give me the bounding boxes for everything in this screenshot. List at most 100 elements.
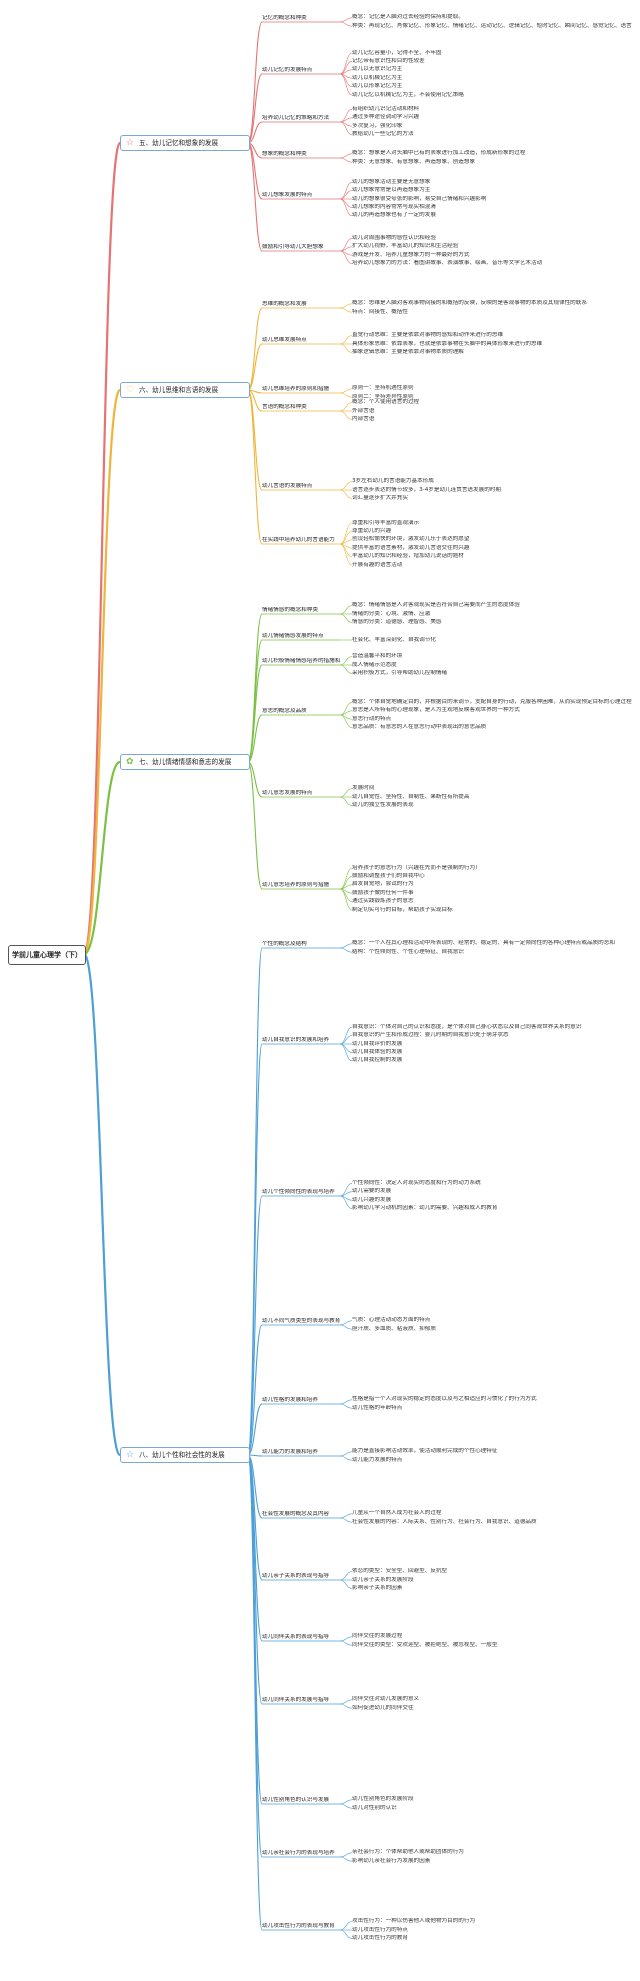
chapter-node[interactable]: ☆八、幼儿个性和社会性的发展	[120, 1447, 250, 1463]
leaf-node[interactable]: 自我意识的产生和形成过程：婴儿时期的自我意识处于萌芽状态	[352, 1032, 509, 1039]
leaf-node[interactable]: 幼儿以形象记忆为主	[352, 83, 403, 90]
leaf-node[interactable]: 概念：一个人在其心理和活动中所表现的、经常的、稳定的、具有一定倾向性的各种心理特…	[352, 940, 615, 947]
leaf-node[interactable]: 概念：思维是人脑对客观事物间接的和概括的反映，反映的是客观事物的本质及其规律性的…	[352, 300, 587, 307]
leaf-node[interactable]: 意志行动的特点	[352, 715, 392, 722]
leaf-node[interactable]: 情绪的分类：心境、激情、应激	[352, 610, 431, 617]
leaf-node[interactable]: 概念：想象是人对头脑中已有的表象进行加工改造，形成新形象的过程	[352, 150, 526, 157]
leaf-node[interactable]: 幼儿以机械记忆为主	[352, 74, 403, 81]
leaf-node[interactable]: 通过实践锻炼孩子的意志	[352, 898, 414, 905]
topic-node[interactable]: 幼儿自我意识的发展和培养	[262, 1037, 330, 1043]
topic-node[interactable]: 幼儿情绪情感发展的特点	[262, 633, 324, 639]
leaf-node[interactable]: 开展有趣的语言活动	[352, 561, 403, 568]
leaf-node[interactable]: 幼儿对周围事物的感性认识和经验	[352, 234, 436, 241]
chapter-node[interactable]: ☆五、幼儿记忆和想象的发展	[120, 135, 250, 151]
leaf-node[interactable]: 幼儿攻击性行为的教育	[352, 1934, 408, 1941]
leaf-node[interactable]: 依恋的类型：安全型、回避型、反抗型	[352, 1568, 448, 1575]
topic-node[interactable]: 幼儿想象发展的特点	[262, 192, 313, 198]
leaf-node[interactable]: 幼儿性别角色的发展阶段	[352, 1796, 414, 1803]
leaf-node[interactable]: 教给幼儿一些记忆的方法	[352, 131, 414, 138]
topic-node[interactable]: 社会性发展的概念及其内容	[262, 1511, 330, 1517]
topic-node[interactable]: 幼儿攻击性行为的表现与教育	[262, 1923, 335, 1929]
topic-node[interactable]: 幼儿思维培养的原则和措施	[262, 386, 330, 392]
leaf-node[interactable]: 采用积极方式，引导帮助幼儿控制情绪	[352, 669, 448, 676]
leaf-node[interactable]: 幼儿以无意识记为主	[352, 66, 403, 73]
topic-node[interactable]: 在实践中培养幼儿的言语能力	[262, 537, 335, 543]
leaf-node[interactable]: 启发自觉地，尝试的行为	[352, 881, 414, 888]
chapter-node[interactable]: ♡六、幼儿思维和言语的发展	[120, 382, 250, 398]
leaf-node[interactable]: 成人情绪示范态度	[352, 661, 397, 668]
leaf-node[interactable]: 社会性发展的内容：人际关系、性别行为、社会行为、自我意识、道德品质	[352, 1518, 537, 1525]
leaf-node[interactable]: 幼儿记忆容量小，记得不全、不牢固	[352, 49, 442, 56]
leaf-node[interactable]: 直觉行动思维：主要是依靠对事物的感知和动作来进行的思维	[352, 332, 504, 339]
leaf-node[interactable]: 如何促进幼儿的同伴交往	[352, 1704, 414, 1711]
leaf-node[interactable]: 幼儿想象的内容常常与现实相混淆	[352, 203, 436, 210]
leaf-node[interactable]: 情感的分类：道德感、理智感、美感	[352, 618, 442, 625]
leaf-node[interactable]: 原则一：坚持机遇性原则	[352, 385, 414, 392]
leaf-node[interactable]: 种类：再现记忆、肖像记忆、形象记忆、情绪记忆、运动记忆、逻辑记忆、短时记忆、瞬间…	[352, 22, 632, 29]
leaf-node[interactable]: 幼儿记忆以机械记忆为主，不会使用记忆策略	[352, 91, 464, 98]
topic-node[interactable]: 幼儿性格的发展和培养	[262, 1397, 318, 1403]
leaf-node[interactable]: 幼儿自我控制的发展	[352, 1057, 403, 1064]
leaf-node[interactable]: 胆汁质、多血质、粘液质、抑郁质	[352, 1325, 436, 1332]
topic-node[interactable]: 想象的概念和种类	[262, 151, 307, 157]
leaf-node[interactable]: 培养孩子的意志行为（兴趣在先而不是强制的行为）	[352, 864, 481, 871]
topic-node[interactable]: 幼儿能力的发展和培养	[262, 1449, 318, 1455]
leaf-node[interactable]: 创设轻松愉快的环境，激发幼儿乐于表达的愿望	[352, 536, 470, 543]
topic-node[interactable]: 幼儿亲子关系的表现与指导	[262, 1573, 330, 1579]
leaf-node[interactable]: 幼儿自我评价的发展	[352, 1040, 403, 1047]
leaf-node[interactable]: 幼儿的独立性发展的表现	[352, 801, 414, 808]
leaf-node[interactable]: 气质：心理活动动态方面的特点	[352, 1317, 431, 1324]
leaf-node[interactable]: 同伴交往对幼儿发展的意义	[352, 1696, 420, 1703]
leaf-node[interactable]: 词汇量逐步扩大并充实	[352, 494, 408, 501]
leaf-node[interactable]: 抽象逻辑思维：主要是依靠对事物本质的理解	[352, 348, 464, 355]
leaf-node[interactable]: 社会化、丰富深刻化、自我调节化	[352, 636, 436, 643]
topic-node[interactable]: 幼儿记忆的发展特点	[262, 67, 313, 73]
leaf-node[interactable]: 培养幼儿想象力的方法：看图讲故事、表演故事、绘画、音乐等文学艺术活动	[352, 260, 543, 267]
leaf-node[interactable]: 制定切实可行的目标，帮助孩子实现目标	[352, 906, 453, 913]
leaf-node[interactable]: 幼儿自觉性、坚持性、自制性、果断性有所提高	[352, 793, 470, 800]
leaf-node[interactable]: 概念：个体自觉地确定目的，并根据目的来调节，支配自身的行动，克服各种困难，从而实…	[352, 698, 632, 705]
leaf-node[interactable]: 概念：情绪情感是人对客观现实是否符合自己需要而产生的态度体验	[352, 602, 520, 609]
leaf-node[interactable]: 性格是指一个人对现实的稳定的态度以及与之相适应的习惯化了的行为方式	[352, 1396, 537, 1403]
leaf-node[interactable]: 幼儿需要的发展	[352, 1188, 392, 1195]
leaf-node[interactable]: 语言逐步表达的情节较多，3-4岁是幼儿连贯言语发展的时期	[352, 486, 501, 493]
topic-node[interactable]: 个性的概念及结构	[262, 941, 307, 947]
leaf-node[interactable]: 幼儿自我体验的发展	[352, 1048, 403, 1055]
leaf-node[interactable]: 游戏是开发、培养儿童想象力的一种最好的方式	[352, 251, 470, 258]
root-node[interactable]: 学前儿童心理学（下）	[8, 945, 86, 965]
topic-node[interactable]: 幼儿不同气质类型的表现与教育	[262, 1318, 340, 1324]
topic-node[interactable]: 幼儿意志培养的原则与措施	[262, 882, 330, 888]
leaf-node[interactable]: 具体形象思维：依靠表象，也就是依靠事物在头脑中的具体形象来进行的思维	[352, 340, 543, 347]
leaf-node[interactable]: 发展时间	[352, 785, 375, 792]
topic-node[interactable]: 幼儿个性倾向性的表现与培养	[262, 1189, 335, 1195]
leaf-node[interactable]: 幼儿的想象活动主要是无意想象	[352, 178, 431, 185]
topic-node[interactable]: 幼儿思维发展特点	[262, 337, 307, 343]
leaf-node[interactable]: 内部言语	[352, 415, 375, 422]
leaf-node[interactable]: 概念：记忆是人脑对过去经验的保持和提取。	[352, 14, 464, 21]
leaf-node[interactable]: 外部言语	[352, 407, 375, 414]
leaf-node[interactable]: 有组织幼儿识记活动和材料	[352, 105, 420, 112]
chapter-node[interactable]: ✿七、幼儿情绪情感和意志的发展	[120, 754, 250, 770]
topic-node[interactable]: 鼓励和引导幼儿大胆想象	[262, 244, 324, 250]
topic-node[interactable]: 幼儿性别角色的认识与发展	[262, 1797, 330, 1803]
leaf-node[interactable]: 种类：无意想象、有意想象、再造想象、创造想象	[352, 158, 476, 165]
leaf-node[interactable]: 幼儿能力发展的特点	[352, 1456, 403, 1463]
leaf-node[interactable]: 幼儿兴趣的发展	[352, 1196, 392, 1203]
leaf-node[interactable]: 丰富幼儿的知识和经验，增加幼儿说话的题材	[352, 553, 464, 560]
leaf-node[interactable]: 儿童从一个自然人成为社会人的过程	[352, 1510, 442, 1517]
leaf-node[interactable]: 鼓励孩子做的任何一件事	[352, 889, 414, 896]
leaf-node[interactable]: 尊重和引导丰富的直观演示	[352, 519, 420, 526]
topic-node[interactable]: 幼儿同伴关系的发展与指导	[262, 1697, 330, 1703]
leaf-node[interactable]: 意志品质：有意志的人在意志行动中表现出的意志品质	[352, 724, 487, 731]
leaf-node[interactable]: 通过多种途径调动学习兴趣	[352, 114, 420, 121]
topic-node[interactable]: 幼儿亲社会行为的表现与培养	[262, 1850, 335, 1856]
topic-node[interactable]: 幼儿言语的发展特点	[262, 483, 313, 489]
leaf-node[interactable]: 能力是直接影响活动效率，使活动顺利完成的个性心理特征	[352, 1448, 498, 1455]
leaf-node[interactable]: 幼儿对性别的认识	[352, 1804, 397, 1811]
leaf-node[interactable]: 幼儿亲子关系的发展阶段	[352, 1576, 414, 1583]
leaf-node[interactable]: 意志是人所特有的心理现象，是人为主观地反映客观世界的一种方式	[352, 707, 520, 714]
topic-node[interactable]: 幼儿积极情绪情感培养的措施和途径	[262, 658, 340, 664]
leaf-node[interactable]: 攻击性行为：一种以伤害他人或他物为目的的行为	[352, 1918, 476, 1925]
topic-node[interactable]: 情绪情感的概念和种类	[262, 607, 318, 613]
leaf-node[interactable]: 幼儿想象常常是以再造想象为主	[352, 187, 431, 194]
